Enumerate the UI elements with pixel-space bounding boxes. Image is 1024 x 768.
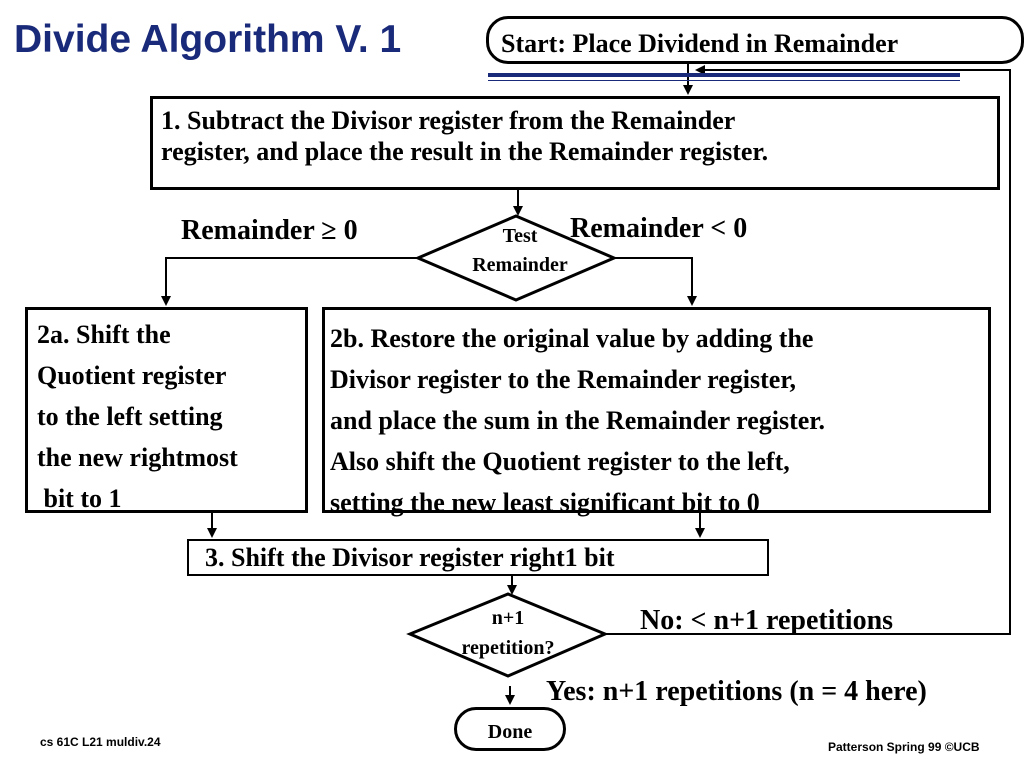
step3-box: 3. Shift the Divisor register right1 bit (187, 539, 769, 576)
test-remainder-diamond (414, 214, 618, 302)
repetition-label: n+1 repetition? (448, 603, 568, 663)
step2a-line: bit to 1 (37, 484, 122, 514)
step2a-line: 2a. Shift the (37, 320, 171, 349)
step2b-line: Divisor register to the Remainder regist… (330, 365, 796, 395)
repeat-line: n+1 (491, 607, 525, 629)
label-yes-repetitions: Yes: n+1 repetitions (n = 4 here) (546, 676, 927, 707)
step2a-line: to the left setting (37, 402, 223, 432)
step2b-line: 2b. Restore the original value by adding… (330, 324, 814, 353)
test-remainder-label: Test Remainder (460, 222, 580, 280)
step1-line: 1. Subtract the Divisor register from th… (161, 106, 736, 135)
step2a-box: 2a. Shift the Quotient register to the l… (25, 307, 308, 513)
label-remainder-lt-zero: Remainder < 0 (570, 213, 748, 244)
test-line: Remainder (472, 254, 568, 276)
step1-box: 1. Subtract the Divisor register from th… (150, 96, 1000, 190)
arrow-loop-back (605, 65, 1011, 635)
start-box: Start: Place Dividend in Remainder (486, 16, 1024, 64)
step2b-box: 2b. Restore the original value by adding… (322, 307, 991, 517)
label-remainder-ge-zero: Remainder ≥ 0 (181, 215, 358, 246)
step2b-line: Also shift the Quotient register to the … (330, 447, 790, 477)
page-title: Divide Algorithm V. 1 (14, 18, 402, 61)
footer-right: Patterson Spring 99 ©UCB (828, 740, 980, 754)
arrow-test-to-2a (161, 257, 418, 306)
test-line: Test (502, 225, 538, 247)
done-box: Done (454, 707, 566, 751)
step2a-line: the new rightmost (37, 443, 238, 473)
repetition-diamond (406, 592, 609, 678)
step2b-line: setting the new least significant bit to… (330, 488, 760, 518)
step2b-line: and place the sum in the Remainder regis… (330, 406, 825, 436)
arrow-test-to-2b (614, 257, 697, 306)
step2a-line: Quotient register (37, 361, 227, 391)
label-no-repetitions: No: < n+1 repetitions (640, 605, 894, 636)
repeat-line: repetition? (461, 637, 555, 659)
footer-left: cs 61C L21 muldiv.24 (40, 735, 161, 749)
title-rule-thick (488, 73, 960, 77)
title-rule-thin (488, 80, 960, 81)
step1-line: register, and place the result in the Re… (161, 136, 769, 166)
